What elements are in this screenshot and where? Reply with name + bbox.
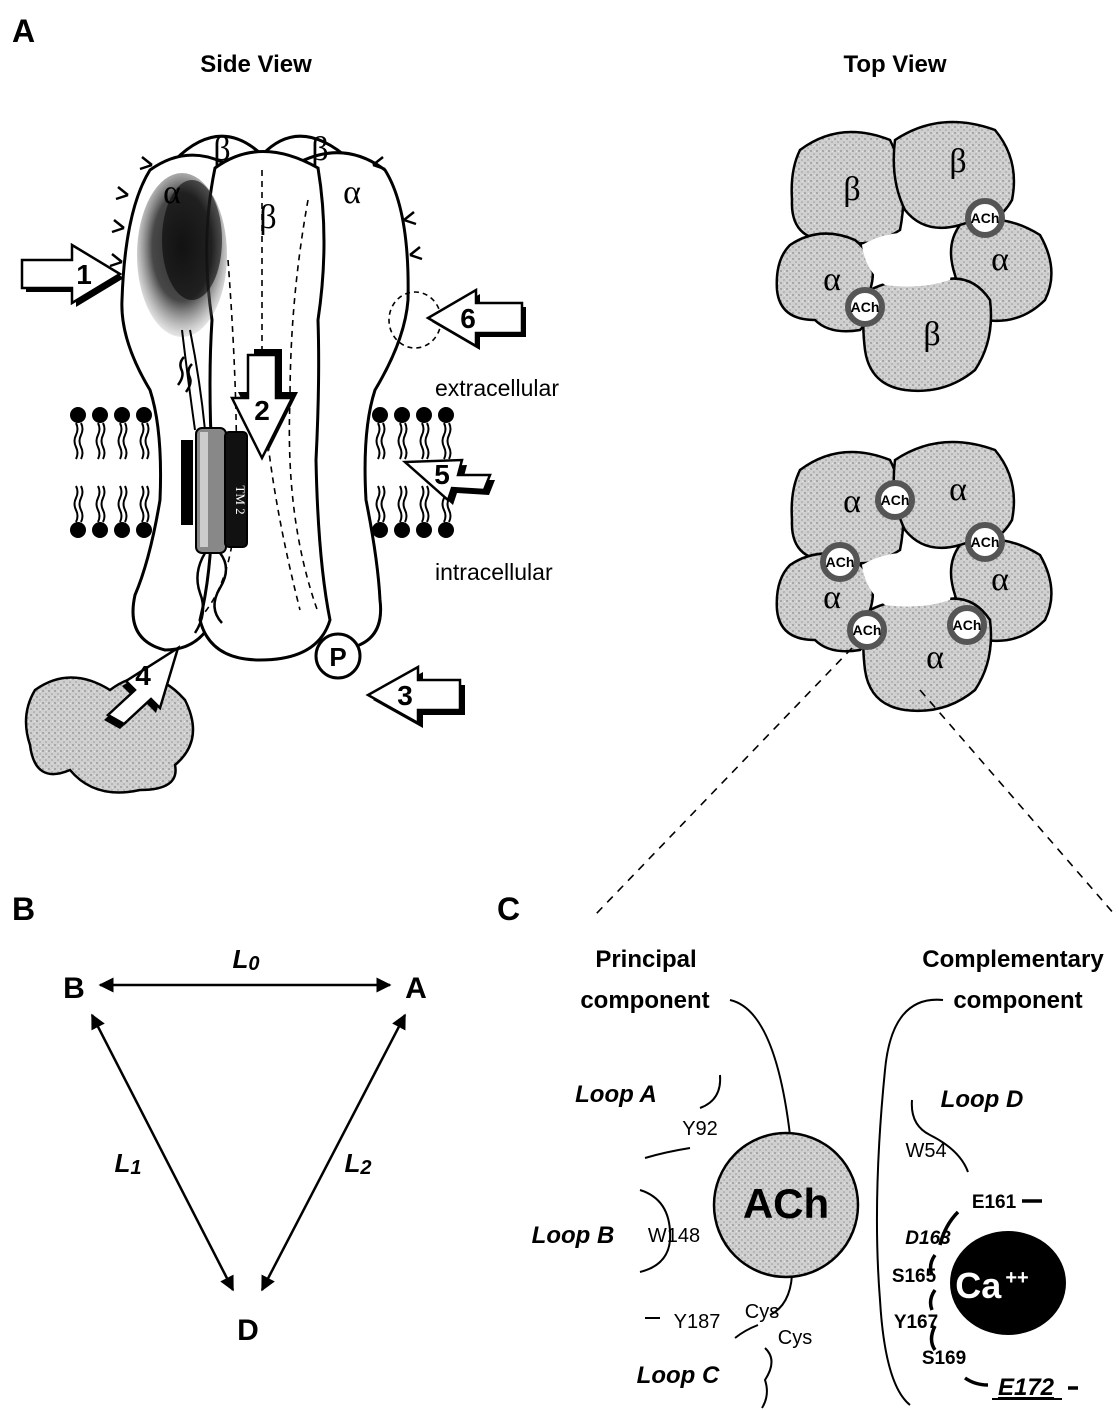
principal-heading-line1: Principal xyxy=(595,946,696,973)
residue-y167: Y167 xyxy=(894,1312,938,1333)
arrow-1: 1 xyxy=(22,245,124,307)
homo-ach-site-1: ACh xyxy=(878,483,912,517)
arrow-4-label: 4 xyxy=(135,660,151,691)
top-view-title: Top View xyxy=(843,51,946,78)
panel-label-a: A xyxy=(12,13,35,49)
state-d: D xyxy=(237,1314,259,1347)
svg-text:ACh: ACh xyxy=(953,617,982,633)
label-alpha-left: α xyxy=(163,174,181,211)
svg-text:ACh: ACh xyxy=(971,210,1000,226)
hetero-ach-site-2: ACh xyxy=(848,290,882,324)
phospho-label: P xyxy=(329,642,346,672)
residue-w54: W54 xyxy=(905,1140,946,1162)
membrane-left xyxy=(70,407,152,538)
svg-text:ACh: ACh xyxy=(826,554,855,570)
complementary-heading-line2: component xyxy=(953,987,1082,1014)
constant-l0: L0 xyxy=(232,944,259,975)
tm2-label: TM 2 xyxy=(233,485,248,514)
binding-site-detail: Principal component Complementary compon… xyxy=(532,946,1105,1408)
arrow-3: 3 xyxy=(368,667,465,728)
allosteric-scheme: B A D L0 L1 L2 xyxy=(63,944,427,1347)
homo-ach-site-4: ACh xyxy=(850,613,884,647)
zoom-line-right xyxy=(920,690,1115,915)
arrow-6-label: 6 xyxy=(460,303,476,334)
side-view-title: Side View xyxy=(200,51,312,78)
top-view-heteromer: β β α β α ACh ACh xyxy=(777,122,1052,391)
panel-label-c: C xyxy=(497,891,520,927)
hetero-label-alpha-1: α xyxy=(823,261,841,298)
complementary-heading-line1: Complementary xyxy=(922,946,1104,973)
loop-c-label: Loop C xyxy=(637,1362,720,1389)
intracellular-protein xyxy=(26,677,193,792)
state-b: B xyxy=(63,972,85,1005)
constant-l2: L2 xyxy=(344,1148,371,1179)
label-beta-top-left: β xyxy=(213,131,230,168)
zoom-line-left xyxy=(595,648,852,915)
extracellular-label: extracellular xyxy=(435,375,559,401)
arrow-3-label: 3 xyxy=(397,680,413,711)
homo-ach-site-5: ACh xyxy=(950,608,984,642)
svg-text:ACh: ACh xyxy=(853,622,882,638)
hetero-ach-site-1: ACh xyxy=(968,201,1002,235)
homo-label-alpha-1: α xyxy=(843,483,861,520)
residue-y92: Y92 xyxy=(682,1118,718,1140)
arrow-1-label: 1 xyxy=(76,259,92,290)
principal-heading-line2: component xyxy=(580,987,709,1014)
state-a: A xyxy=(405,972,427,1005)
intracellular-label: intracellular xyxy=(435,559,553,585)
top-view-homomer: α α α α α ACh ACh ACh ACh ACh xyxy=(777,442,1052,711)
homo-label-alpha-2: α xyxy=(949,471,967,508)
arrow-5-label: 5 xyxy=(434,459,450,490)
constant-l1: L1 xyxy=(114,1148,141,1179)
side-view-receptor: TM 2 α β β β α P extracellular intracell… xyxy=(26,131,559,793)
svg-text:ACh: ACh xyxy=(851,299,880,315)
hetero-label-beta-3: β xyxy=(923,316,940,353)
hetero-label-beta-2: β xyxy=(949,143,966,180)
label-beta-top-right: β xyxy=(311,131,328,168)
svg-text:ACh: ACh xyxy=(881,492,910,508)
homo-label-alpha-5: α xyxy=(926,639,944,676)
loop-d-label: Loop D xyxy=(941,1086,1024,1113)
residue-cys-1: Cys xyxy=(745,1301,779,1323)
residue-s169: S169 xyxy=(922,1348,966,1369)
residue-cys-2: Cys xyxy=(778,1327,812,1349)
homo-ach-site-2: ACh xyxy=(968,525,1002,559)
hetero-label-beta-1: β xyxy=(843,171,860,208)
arrow-5: 5 xyxy=(405,459,495,505)
residue-w148: W148 xyxy=(648,1225,700,1247)
residue-y187: Y187 xyxy=(674,1311,721,1333)
homo-ach-site-3: ACh xyxy=(823,545,857,579)
panel-label-b: B xyxy=(12,891,35,927)
arrow-6: 6 xyxy=(428,290,526,350)
residue-s165: S165 xyxy=(892,1266,937,1287)
residue-d163: D163 xyxy=(905,1228,951,1249)
loop-a-label: Loop A xyxy=(575,1081,657,1108)
homo-label-alpha-3: α xyxy=(823,579,841,616)
label-alpha-right: α xyxy=(343,174,361,211)
residue-e172: E172 xyxy=(998,1374,1055,1401)
ach-ligand-label: ACh xyxy=(743,1180,829,1227)
residue-e161: E161 xyxy=(972,1192,1017,1213)
hetero-label-alpha-2: α xyxy=(991,241,1009,278)
homo-label-alpha-4: α xyxy=(991,561,1009,598)
arrow-2-label: 2 xyxy=(254,395,270,426)
svg-text:ACh: ACh xyxy=(971,534,1000,550)
loop-b-label: Loop B xyxy=(532,1222,615,1249)
label-beta-center: β xyxy=(259,199,276,236)
